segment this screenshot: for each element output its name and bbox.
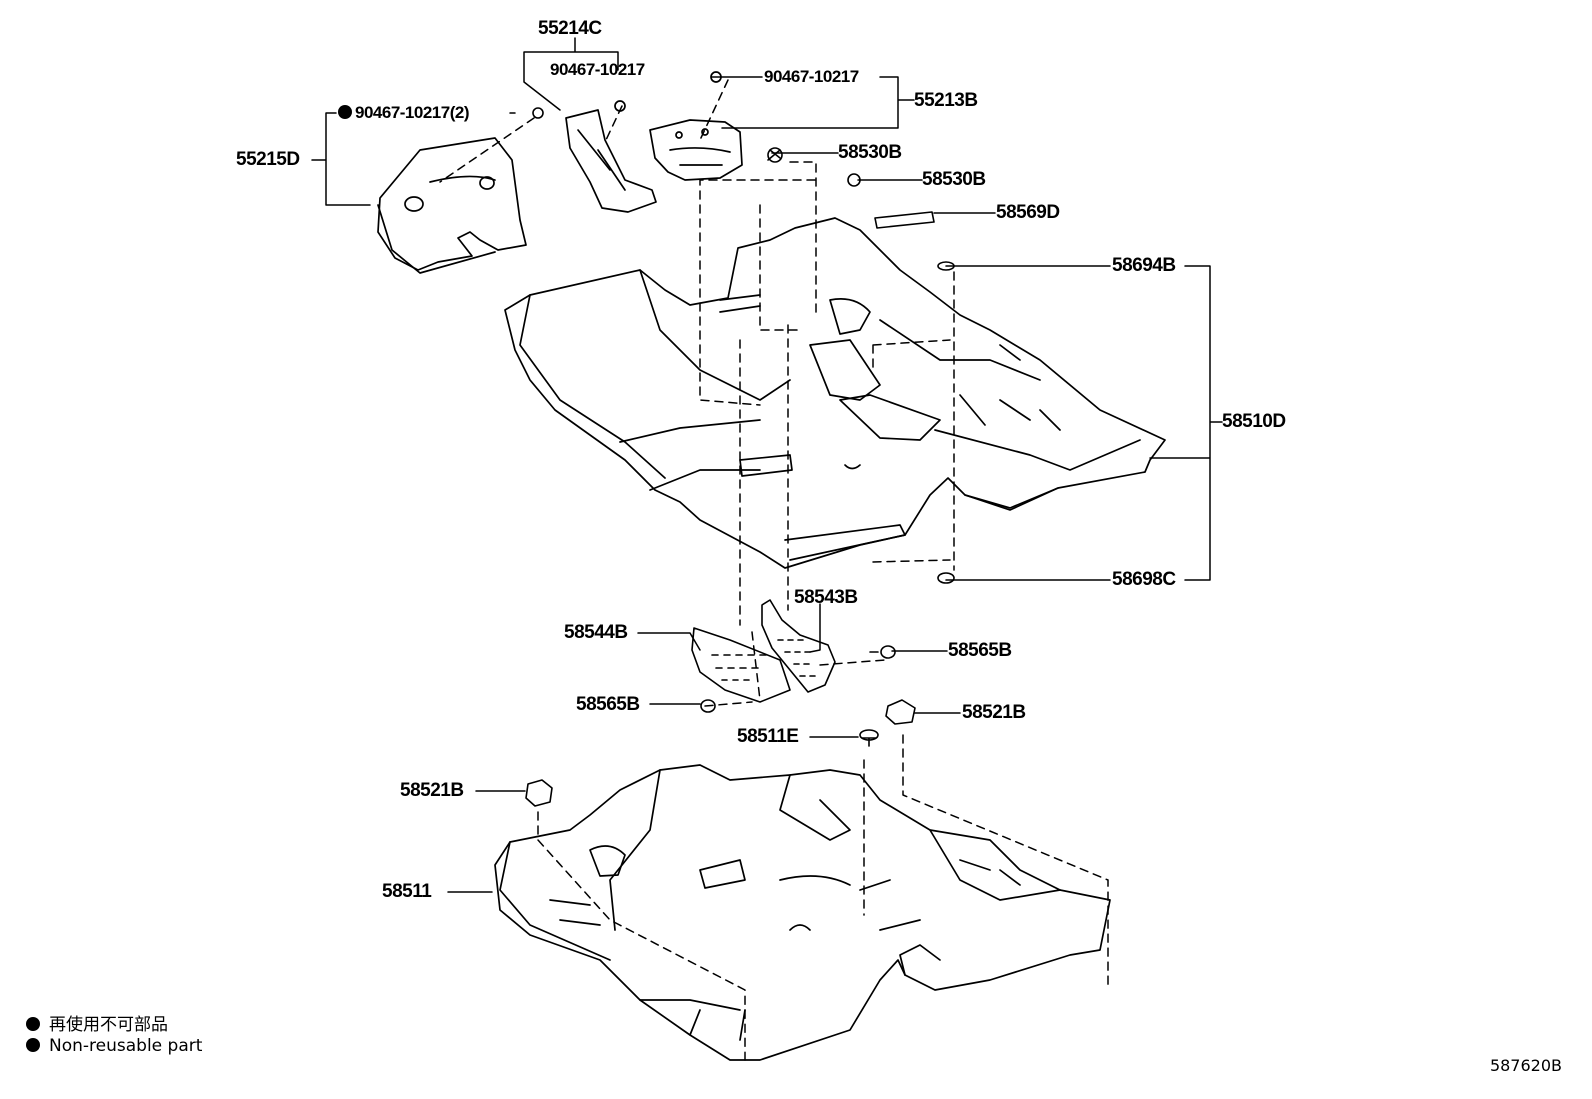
legend-row-english: Non-reusable part <box>26 1036 202 1056</box>
insulator-55215D <box>377 137 527 274</box>
label-90467-top-right: 90467-10217 <box>764 67 859 86</box>
label-55213B: 55213B <box>914 90 978 111</box>
label-58698C: 58698C <box>1112 569 1176 590</box>
label-58511E: 58511E <box>737 726 799 747</box>
panel-55213B <box>649 71 743 181</box>
label-58530B-b: 58530B <box>922 169 986 190</box>
figure-code: 587620B <box>1489 1056 1562 1075</box>
legend-row-japanese: 再使用不可部品 <box>26 1010 168 1035</box>
label-90467-left: 90467-10217(2) <box>338 104 469 121</box>
bracket-58544B <box>691 627 791 703</box>
panel-55214C <box>565 100 657 213</box>
label-58544B: 58544B <box>564 622 628 643</box>
non-reusable-dot-icon <box>338 105 352 119</box>
label-58694B: 58694B <box>1112 255 1176 276</box>
label-58521B-b: 58521B <box>400 780 464 801</box>
legend-dot-icon <box>26 1038 40 1052</box>
legend-text-japanese: 再使用不可部品 <box>49 1015 168 1035</box>
bracket-58543B <box>761 599 836 693</box>
label-58521B-a: 58521B <box>962 702 1026 723</box>
label-58565B-b: 58565B <box>576 694 640 715</box>
label-90467-top-mid: 90467-10217 <box>550 60 645 79</box>
label-55214C: 55214C <box>538 18 602 39</box>
label-55215D: 55215D <box>236 149 300 170</box>
label-58530B-a: 58530B <box>838 142 902 163</box>
label-90467-left-text: 90467-10217(2) <box>355 103 469 122</box>
legend-dot-icon <box>26 1017 40 1031</box>
carpet-58510D <box>504 217 1166 569</box>
legend-text-english: Non-reusable part <box>49 1036 203 1056</box>
label-58565B-a: 58565B <box>948 640 1012 661</box>
carpet-58511 <box>494 764 1111 1061</box>
label-58511: 58511 <box>382 881 432 902</box>
fasteners-mid <box>525 645 916 807</box>
dashed-lines <box>439 79 1109 1061</box>
leader-lines <box>311 37 1223 893</box>
fasteners-top <box>532 107 955 584</box>
label-58543B: 58543B <box>794 587 858 608</box>
label-58510D: 58510D <box>1222 411 1286 432</box>
label-58569D: 58569D <box>996 202 1060 223</box>
